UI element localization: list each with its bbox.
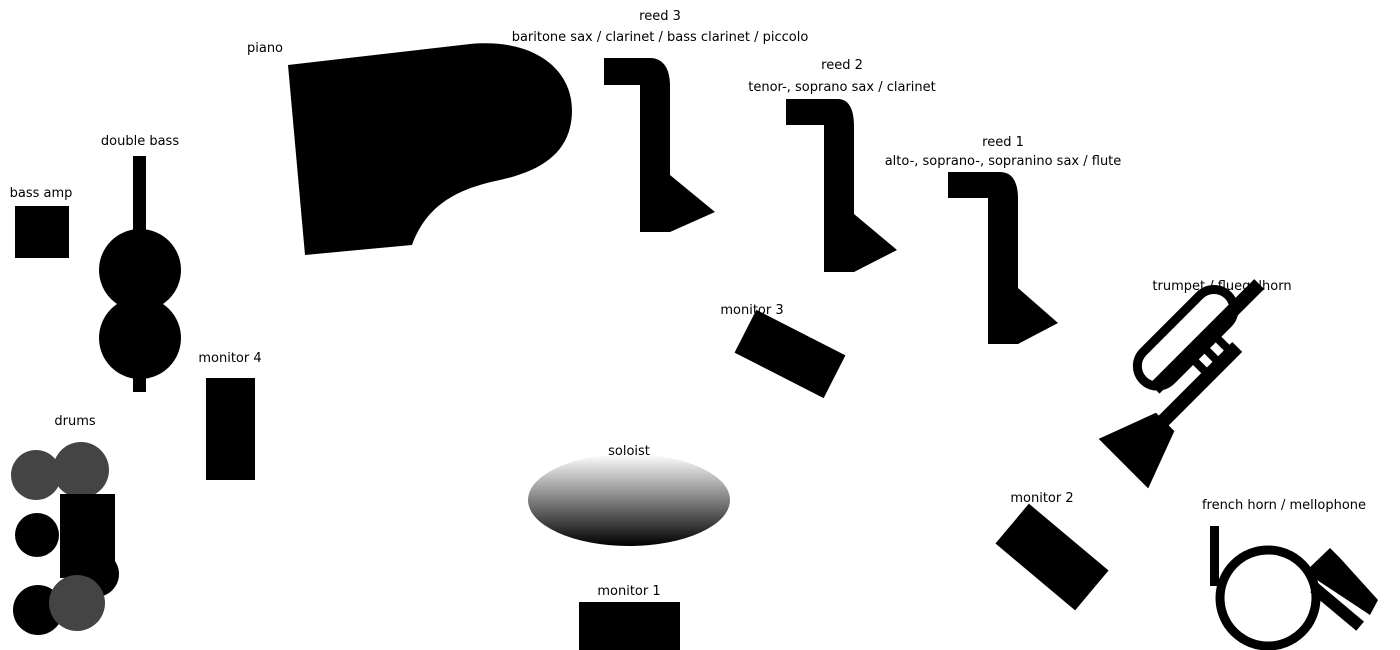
trumpet-label: trumpet / fluegelhorn: [1152, 279, 1291, 294]
reed2-saxophone-icon: [786, 99, 897, 272]
monitor3-label: monitor 3: [720, 303, 783, 318]
reed1-name-label: reed 1: [982, 135, 1024, 150]
reed1-saxophone-icon: [948, 172, 1058, 344]
monitor1-label: monitor 1: [597, 584, 660, 599]
reed1-instruments-label: alto-, soprano-, sopranino sax / flute: [885, 154, 1122, 169]
double-bass-icon: [99, 156, 181, 392]
monitor2-label: monitor 2: [1010, 491, 1073, 506]
monitor4-label: monitor 4: [198, 351, 261, 366]
monitor1-speaker: [579, 602, 680, 650]
bass-amp-label: bass amp: [10, 186, 73, 201]
drum-kit-icon: [11, 442, 119, 635]
trumpet-icon: [1077, 260, 1305, 488]
reed3-name-label: reed 3: [639, 9, 681, 24]
reed3-saxophone-icon: [604, 58, 715, 232]
double-bass-label: double bass: [101, 134, 179, 149]
reed3-instruments-label: baritone sax / clarinet / bass clarinet …: [512, 30, 809, 45]
piano-shape: [288, 43, 572, 255]
reed2-name-label: reed 2: [821, 58, 863, 73]
piano-label: piano: [247, 41, 283, 56]
monitor2-speaker: [995, 504, 1108, 611]
monitor4-speaker: [206, 378, 255, 480]
drums-label: drums: [54, 414, 95, 429]
soloist-position: [528, 454, 730, 546]
soloist-label: soloist: [608, 444, 650, 459]
bass-amp-box: [15, 206, 69, 258]
monitor3-speaker: [735, 310, 846, 398]
french-horn-label: french horn / mellophone: [1202, 498, 1366, 513]
french-horn-icon: [1210, 526, 1378, 646]
reed2-instruments-label: tenor-, soprano sax / clarinet: [748, 80, 935, 95]
